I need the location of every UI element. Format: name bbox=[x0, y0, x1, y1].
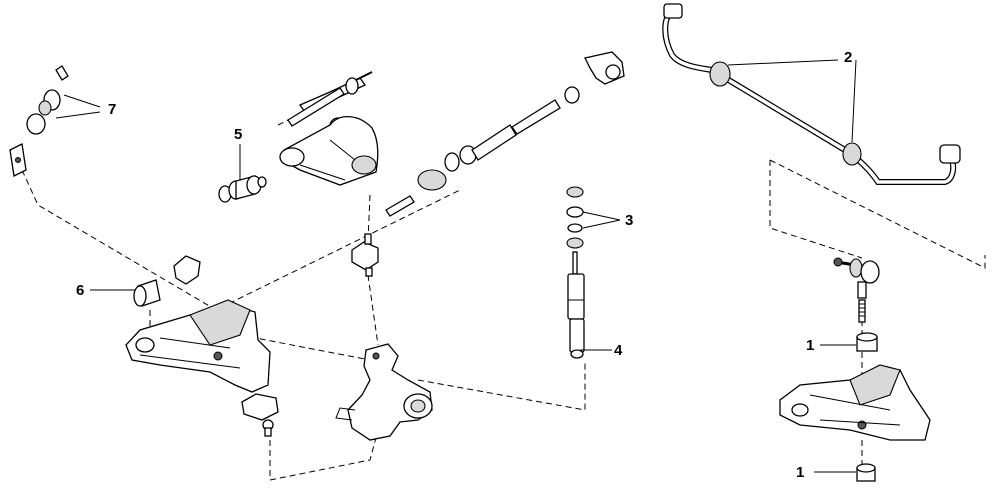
callout-1-upper: 1 bbox=[806, 337, 815, 354]
callout-1-lower: 1 bbox=[796, 464, 805, 481]
upper-link-rod bbox=[287, 71, 373, 127]
stabilizer-bushings bbox=[856, 332, 878, 482]
upper-arm bbox=[279, 77, 379, 186]
stabilizer-link bbox=[833, 257, 880, 323]
lower-ball-joint bbox=[241, 393, 279, 437]
stabilizer-bar bbox=[662, 3, 961, 185]
callout-4: 4 bbox=[614, 342, 623, 359]
upper-arm-bushings bbox=[218, 175, 267, 203]
lower-arm-bushing bbox=[133, 279, 161, 307]
callout-6: 6 bbox=[76, 282, 85, 299]
callout-5: 5 bbox=[234, 126, 243, 143]
bump-stopper bbox=[173, 255, 201, 285]
callout-2: 2 bbox=[844, 49, 853, 66]
tension-rod bbox=[385, 51, 625, 217]
part-7-components bbox=[9, 65, 69, 177]
callout-7: 7 bbox=[108, 101, 117, 118]
shock-absorber bbox=[566, 186, 585, 359]
callout-3: 3 bbox=[625, 212, 634, 229]
lower-arm-main bbox=[125, 299, 271, 393]
upper-ball-joint bbox=[351, 233, 379, 277]
steering-knuckle bbox=[335, 343, 433, 441]
callout-leaders bbox=[55, 59, 857, 473]
lower-arm-right bbox=[779, 364, 931, 441]
